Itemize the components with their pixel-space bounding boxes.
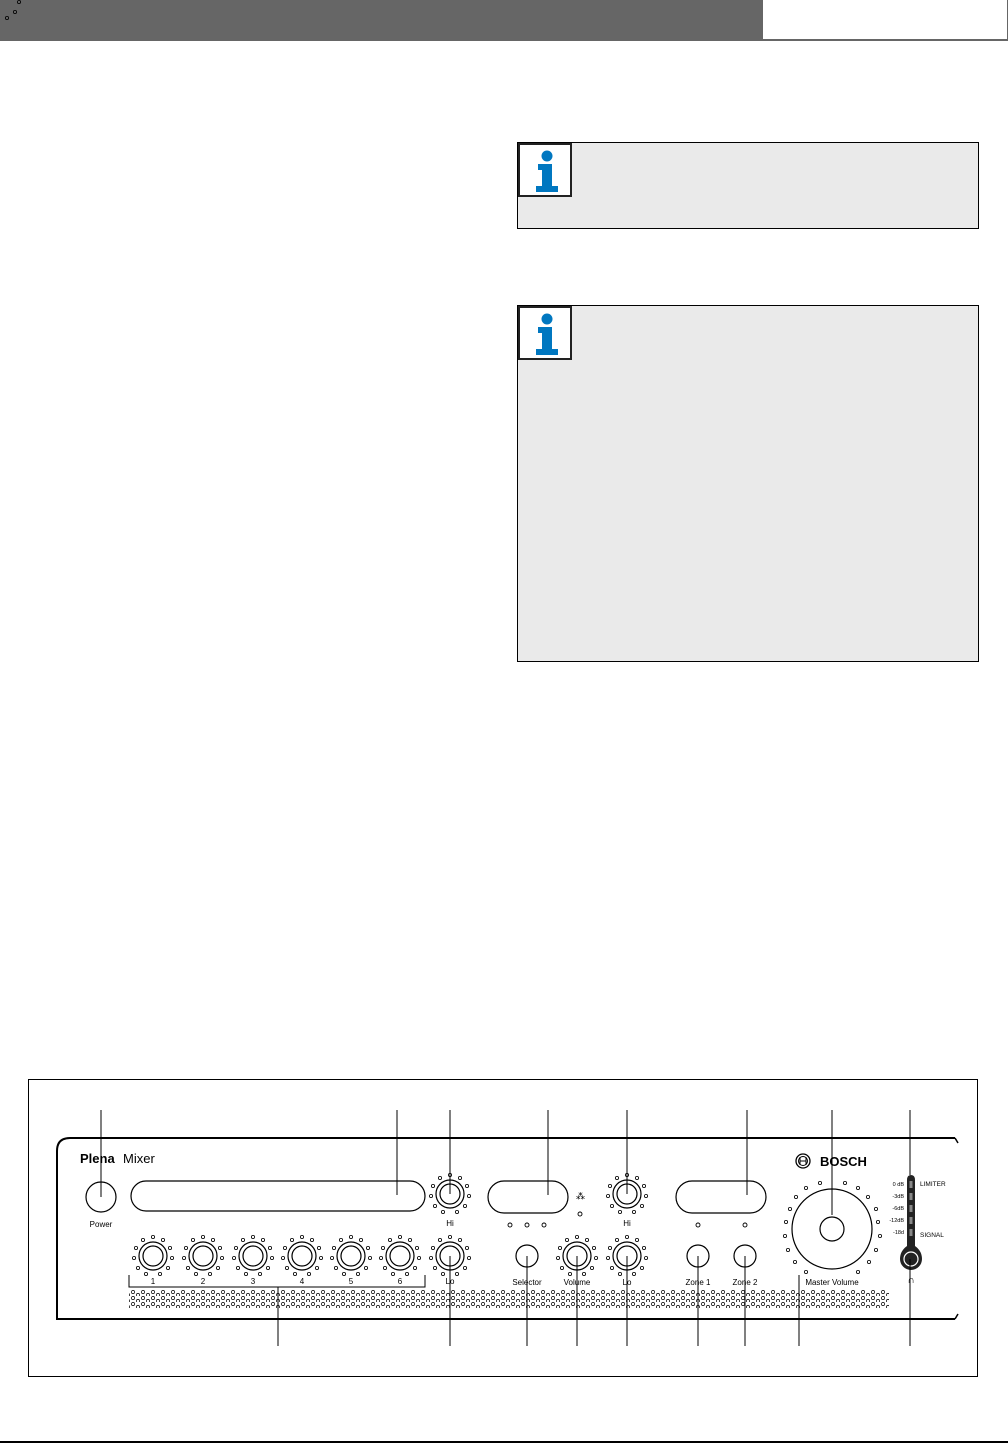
info-note-1: [517, 142, 979, 229]
power-label: Power: [90, 1220, 113, 1229]
cd-slot: [130, 1180, 426, 1212]
master-volume-scale: [783, 1181, 883, 1275]
channel-2-label: 2: [201, 1277, 206, 1286]
hi-label-left: Hi: [446, 1219, 454, 1228]
header-page-info-box: [762, 0, 1008, 40]
vu-label-18db: -18d: [893, 1230, 904, 1236]
vu-label-6db: -6dB: [892, 1206, 904, 1212]
info-note-2: [517, 305, 979, 662]
page-header-bar: [0, 0, 762, 41]
display-window-right: [675, 1180, 767, 1214]
knob-scale-dots: [5, 0, 21, 20]
callout-lines-bottom: [277, 1256, 911, 1346]
channel-6-label: 6: [398, 1277, 403, 1286]
headphones-icon: ∩: [907, 1275, 914, 1286]
brand-plena: Plena: [80, 1151, 115, 1166]
panel-outline: [56, 1137, 955, 1320]
callout-lines-top: [100, 1110, 911, 1215]
brand-mixer: Mixer: [123, 1151, 155, 1166]
speaker-grille: [129, 1290, 889, 1308]
bosch-brand: BOSCH: [820, 1154, 867, 1169]
channel-1-label: 1: [151, 1277, 156, 1286]
bosch-logo-icon: [795, 1153, 811, 1169]
signal-label: SIGNAL: [920, 1232, 944, 1239]
vu-meter: [900, 1175, 922, 1270]
header-rule: [762, 39, 1008, 41]
hi-label-right: Hi: [623, 1219, 631, 1228]
limiter-label: LIMITER: [920, 1181, 946, 1188]
display-window-left: [487, 1180, 569, 1214]
info-icon: [518, 143, 572, 197]
channel-4-label: 4: [300, 1277, 305, 1286]
front-panel-figure: [28, 1079, 978, 1377]
vu-label-12db: -12dB: [889, 1218, 904, 1224]
info-icon: [518, 306, 572, 360]
master-volume-label: Master Volume: [805, 1278, 859, 1287]
footer-rule: [0, 1441, 1008, 1443]
vu-label-0db: 0 dB: [893, 1182, 905, 1188]
voice-icon: ⁂: [576, 1191, 585, 1201]
channel-knobs: [138, 1241, 465, 1271]
vu-label-3db: -3dB: [892, 1194, 904, 1200]
channel-3-label: 3: [251, 1277, 256, 1286]
channel-5-label: 5: [349, 1277, 354, 1286]
